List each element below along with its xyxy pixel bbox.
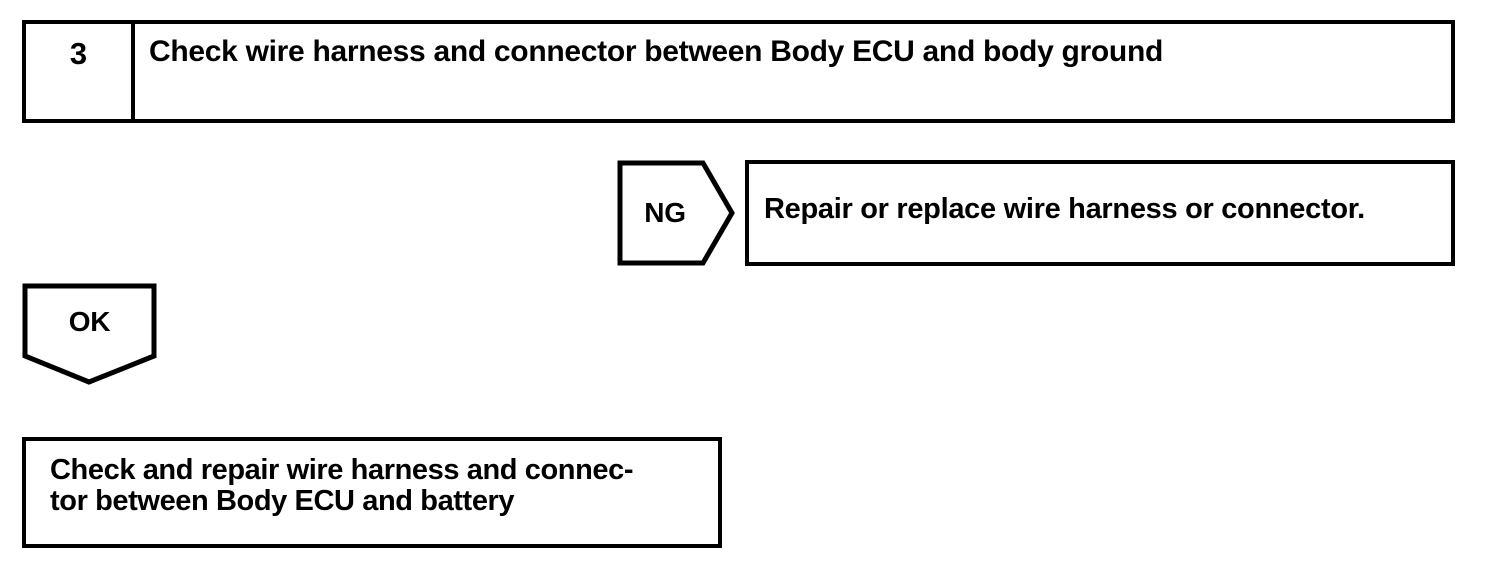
ok-arrow-tag: OK [22,283,157,385]
step-title: Check wire harness and connector between… [149,35,1164,68]
arrow-down-pentagon-icon [22,283,157,385]
ng-result-box: Repair or replace wire harness or connec… [745,160,1455,266]
final-action-text: Check and repair wire harness and connec… [50,454,634,517]
step-number-cell: 3 [26,24,135,119]
ng-label: NG [644,197,686,228]
step-title-cell: Check wire harness and connector between… [135,24,1451,119]
ng-branch: NG Repair or replace wire harness or con… [617,160,1455,266]
step-header-box: 3 Check wire harness and connector betwe… [22,20,1455,123]
final-action-box: Check and repair wire harness and connec… [22,437,722,548]
ng-arrow-tag: NG [617,160,735,266]
ok-label: OK [68,306,111,337]
step-number: 3 [69,36,88,71]
arrow-right-pentagon-icon [617,160,735,266]
ng-result-text: Repair or replace wire harness or connec… [764,193,1365,225]
